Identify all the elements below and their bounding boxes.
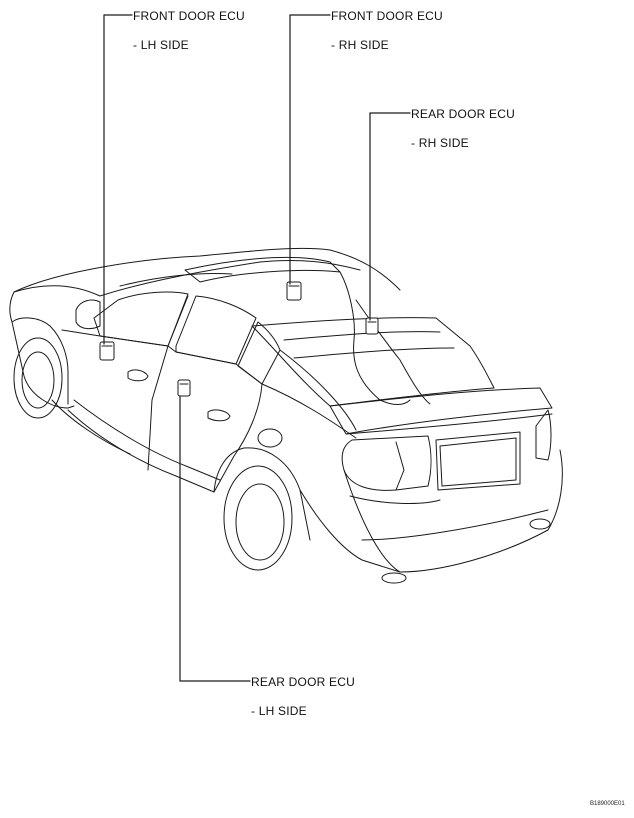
leader-rear-rh	[369, 112, 411, 321]
rear-rh-ecu-title: REAR DOOR ECU	[411, 107, 515, 121]
rear-rh-ecu-icon	[365, 317, 379, 335]
rear-lh-ecu-icon	[177, 379, 191, 397]
rear-lh-ecu-side: - LH SIDE	[251, 704, 307, 718]
front-lh-ecu-icon	[99, 341, 115, 361]
rear-lh-ecu-title: REAR DOOR ECU	[251, 675, 355, 689]
front-lh-ecu-side: - LH SIDE	[133, 38, 189, 52]
leader-rear-lh	[179, 395, 251, 682]
front-lh-ecu-title: FRONT DOOR ECU	[133, 9, 245, 23]
leader-front-lh	[103, 14, 133, 345]
leader-lines	[103, 14, 411, 682]
car-outline	[9, 247, 563, 584]
rear-rh-ecu-side: - RH SIDE	[411, 136, 469, 150]
front-rh-ecu-title: FRONT DOOR ECU	[331, 9, 443, 23]
front-rh-ecu-icon	[286, 281, 302, 301]
figure-code: B189000E01	[590, 801, 625, 807]
leader-front-rh	[289, 14, 331, 285]
front-rh-ecu-side: - RH SIDE	[331, 38, 389, 52]
